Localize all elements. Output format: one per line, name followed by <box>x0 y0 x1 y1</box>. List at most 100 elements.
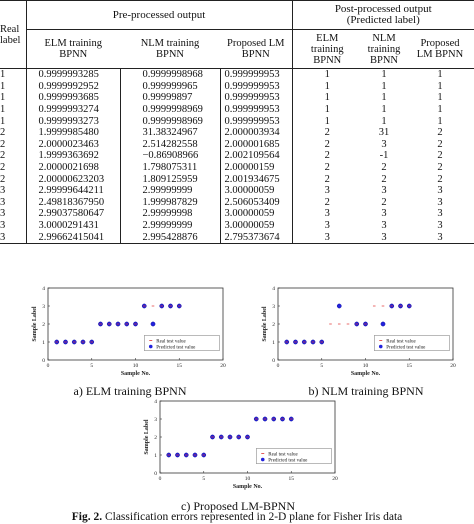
table-cell: 2.00000159 <box>219 161 292 174</box>
table-cell: 2 <box>291 173 362 185</box>
table-cell: 2.000003934 <box>219 126 292 139</box>
table-cell: 2.995428876 <box>119 231 220 244</box>
table-cell: 0.9999998969 <box>119 103 220 116</box>
table-cell: 2 <box>291 138 362 151</box>
table-cell: 1 <box>291 103 362 116</box>
table-cell: 3 <box>381 138 387 150</box>
predicted-point <box>380 321 386 327</box>
table-cell: 0.999999953 <box>219 92 292 104</box>
table-cell: 2 <box>291 161 362 174</box>
legend-box <box>374 335 450 351</box>
predicted-point <box>336 303 342 309</box>
table-cell: 0.9999992952 <box>25 80 120 93</box>
table-cell: 2 <box>381 173 387 185</box>
table-cell: 2 <box>0 127 6 139</box>
table-cell: 0.999999953 <box>219 68 292 81</box>
x-tick-label: 0 <box>277 363 280 369</box>
table-cell: 3.0000291431 <box>25 219 120 232</box>
table-cell: 1 <box>0 104 6 116</box>
group-header-pre: Pre-processed output <box>25 0 292 30</box>
results-table: Real label Pre-processed output Post-pro… <box>0 0 474 244</box>
y-tick-label: 1 <box>154 453 157 459</box>
y-tick-label: 3 <box>42 304 45 310</box>
legend-pred-label: Predicted test value <box>386 345 426 350</box>
table-cell: 0.999999953 <box>219 103 292 116</box>
legend-real-label: Real test value <box>268 452 298 457</box>
table-cell: 3 <box>381 220 387 232</box>
table-cell: 1 <box>437 80 443 92</box>
table-cell: 1.9999363692 <box>25 150 120 162</box>
table-cell: 2.99999644211 <box>25 184 120 197</box>
table-cell: 2.99999999 <box>119 219 220 232</box>
table-cell: 3 <box>291 208 362 220</box>
legend-pred-label: Predicted test value <box>268 458 308 463</box>
y-tick-label: 4 <box>154 399 157 405</box>
table-cell: 0.999999953 <box>219 80 292 93</box>
table-cell: 2 <box>437 162 443 174</box>
legend-box <box>144 335 220 351</box>
table-cell: 3 <box>437 185 443 197</box>
figure-text: Classification errors represented in 2-D… <box>102 511 403 523</box>
x-axis-label: Sample No. <box>351 371 381 377</box>
table-cell: 1 <box>0 115 6 127</box>
table-cell: 2 <box>291 196 362 209</box>
table-cell: 2 <box>0 173 6 185</box>
y-tick-label: 0 <box>154 471 157 477</box>
table-cell: 3 <box>0 196 6 208</box>
legend-box <box>256 448 332 464</box>
x-axis-label: Sample No. <box>233 484 263 490</box>
y-tick-label: 2 <box>42 322 45 328</box>
table-cell: 2.514282558 <box>119 138 220 151</box>
table-cell: 1 <box>0 80 6 92</box>
col-header-lm-post: Proposed LM BPNN <box>416 38 464 60</box>
x-tick-label: 10 <box>363 363 369 369</box>
table-cell: 3 <box>0 231 6 243</box>
table-cell: 0.999999965 <box>119 80 220 93</box>
table-cell: 3 <box>381 185 387 197</box>
y-tick-label: 2 <box>272 322 275 328</box>
table-cell: 1 <box>437 69 443 81</box>
table-cell: 1 <box>291 115 362 127</box>
col-header-real-label: Real label <box>0 23 21 46</box>
table-cell: 2.000001685 <box>219 138 292 151</box>
table-cell: 2.001934675 <box>219 173 292 185</box>
table-cell: 1.809125959 <box>119 173 220 185</box>
table-cell: 1 <box>437 92 443 104</box>
table-cell: 1 <box>381 80 387 92</box>
table-cell: 3.00000059 <box>219 219 292 232</box>
legend-real-label: Real test value <box>386 339 416 344</box>
table-cell: 2 <box>0 162 6 174</box>
table-cell: 0.9999998968 <box>119 68 220 81</box>
y-axis-label: Sample Label <box>144 419 150 455</box>
col-header-nlm-pre: NLM training BPNN <box>140 38 200 60</box>
table-cell: 2.0000023463 <box>25 138 120 151</box>
table-cell: 2.002109564 <box>219 150 292 162</box>
legend-pred-marker <box>378 344 383 349</box>
table-cell: 2.99999998 <box>119 208 220 220</box>
table-cell: 0.9999993273 <box>25 115 120 127</box>
table-cell: 3.00000059 <box>219 184 292 197</box>
table-cell: 2.506053409 <box>219 196 292 209</box>
table-cell: 3 <box>291 184 362 197</box>
table-cell: 2 <box>437 138 443 150</box>
table-cell: 2 <box>0 150 6 162</box>
x-tick-label: 5 <box>320 363 323 369</box>
figure-label: Fig. 2. <box>71 511 103 523</box>
table-cell: 1 <box>381 104 387 116</box>
table-cell: 2 <box>437 150 443 162</box>
table-cell: 0.9999998969 <box>119 115 220 127</box>
table-cell: 3 <box>437 196 443 208</box>
table-cell: 1.9999985480 <box>25 126 120 139</box>
col-header-lm-pre: Proposed LM BPNN <box>227 38 285 60</box>
